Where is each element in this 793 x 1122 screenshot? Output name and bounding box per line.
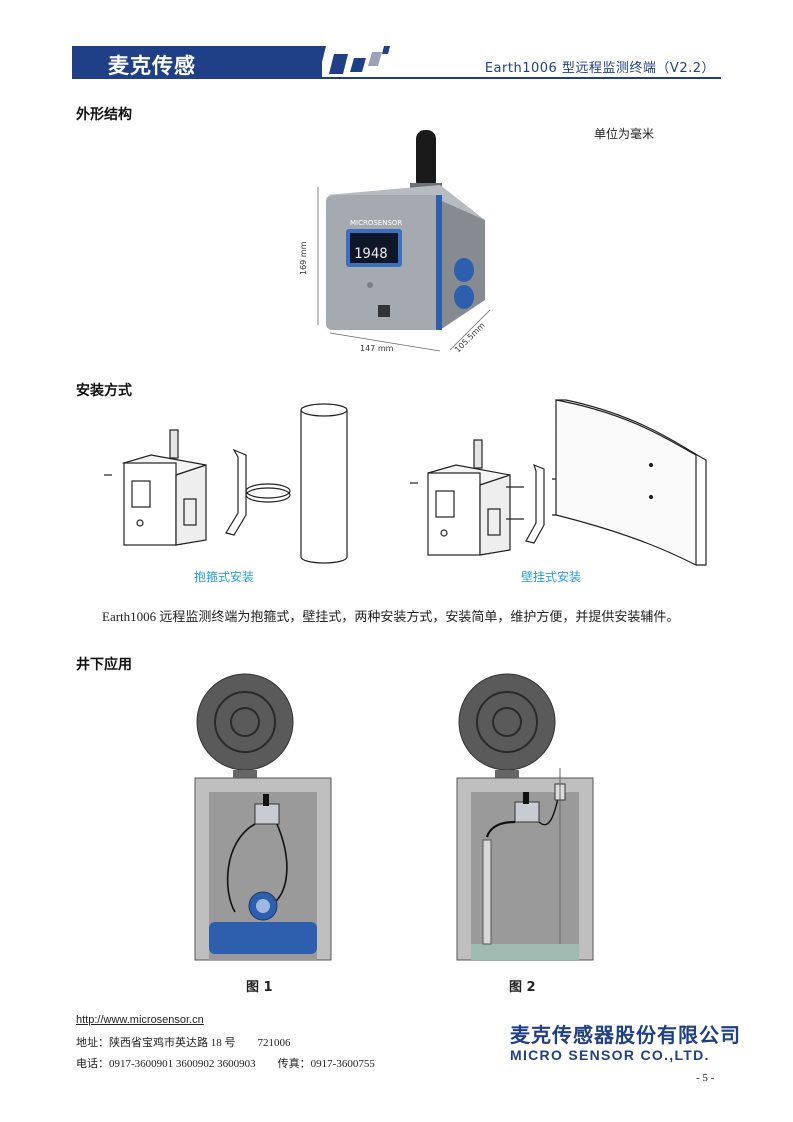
device-brand-text: MICROSENSOR (350, 219, 402, 227)
dim-depth-label: 105.5mm (453, 321, 487, 355)
page-number: - 5 - (696, 1072, 715, 1084)
installation-description: Earth1006 远程监测终端为抱箍式，壁挂式，两种安装方式，安装简单，维护方… (102, 609, 680, 624)
figure-1-drawing (194, 673, 332, 961)
section-heading-appearance: 外形结构 (76, 107, 132, 123)
figure-2-caption: 图 2 (509, 980, 536, 995)
header-brand: 麦克传感 (108, 54, 196, 78)
dim-width-label: 147 mm (360, 344, 394, 353)
doc-title: Earth1006 型远程监测终端（V2.2） (484, 61, 715, 76)
device-dimension-drawing: MICROSENSOR 1948 169 mm 147 mm 105.5mm (300, 130, 491, 355)
caption-wall-mount: 壁挂式安装 (521, 570, 582, 584)
company-name-en: MICRO SENSOR CO.,LTD. (510, 1047, 710, 1063)
section-heading-installation: 安装方式 (76, 383, 132, 399)
header-stripes (298, 46, 390, 78)
footer-address: 地址：陕西省宝鸡市英达路 18 号 721006 (76, 1037, 291, 1049)
company-name-cn: 麦克传感器股份有限公司 (510, 1023, 741, 1047)
header-rule (72, 77, 721, 79)
figure-2-drawing (456, 673, 594, 961)
device-display-value: 1948 (354, 246, 388, 262)
unit-note: 单位为毫米 (594, 127, 655, 141)
installation-drawing (104, 399, 707, 566)
figure-1-caption: 图 1 (246, 980, 273, 995)
caption-hoop-mount: 抱箍式安装 (194, 570, 255, 584)
section-heading-well: 井下应用 (76, 657, 132, 673)
dim-height-label: 169 mm (300, 241, 308, 275)
footer-url-link[interactable]: http://www.microsensor.cn (76, 1014, 204, 1026)
footer-phone: 电话：0917-3600901 3600902 3600903 传真：0917-… (76, 1058, 375, 1070)
header-bar (72, 46, 322, 78)
